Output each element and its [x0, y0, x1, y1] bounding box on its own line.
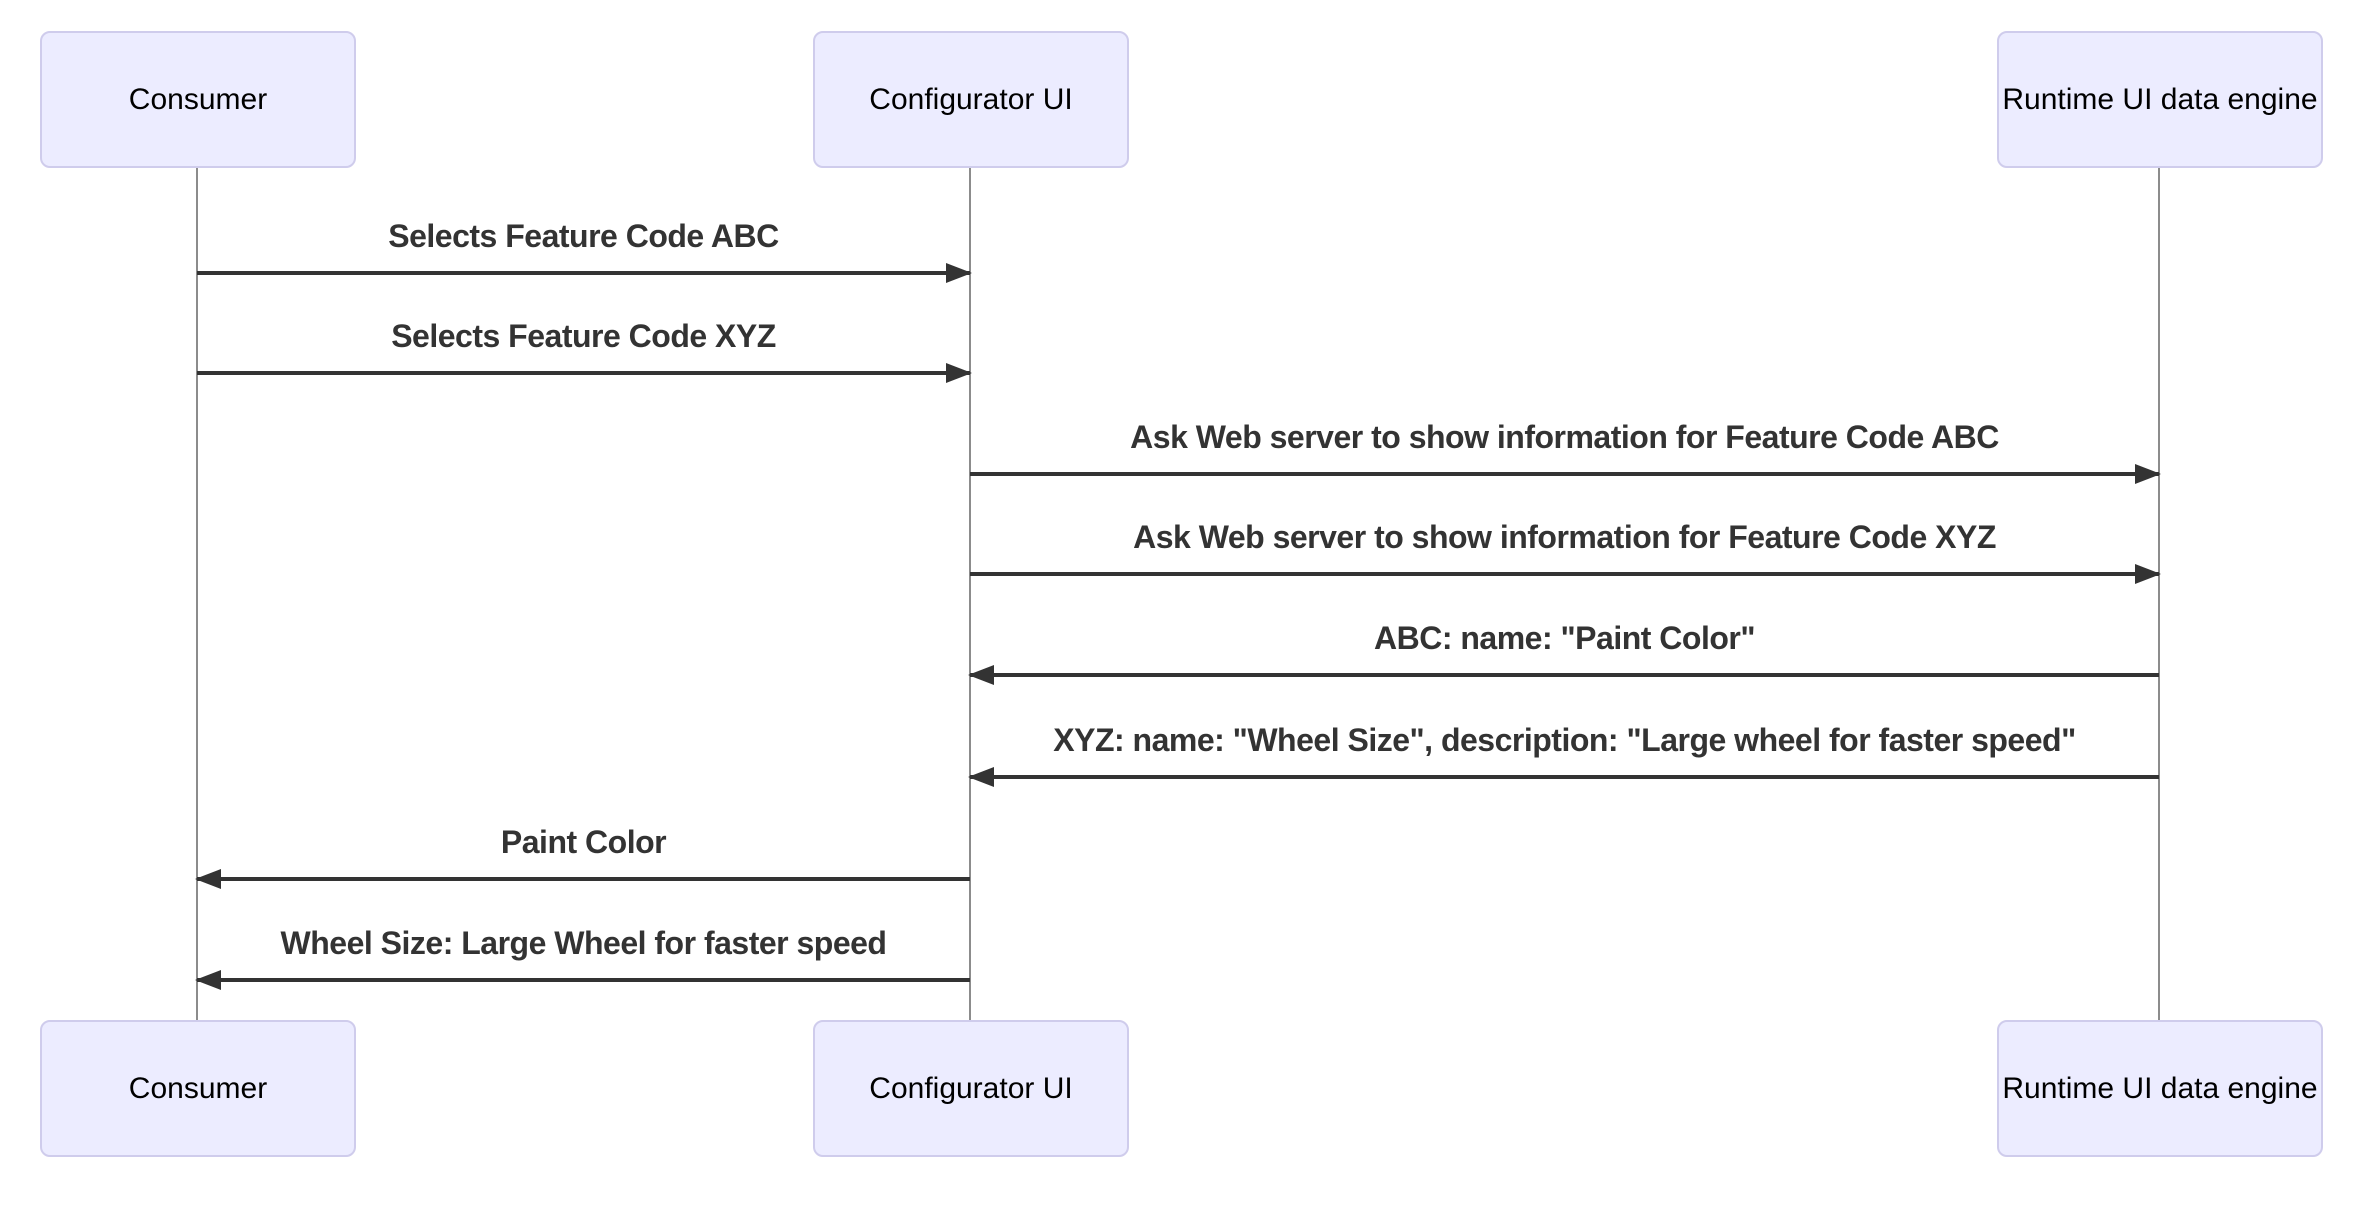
message-arrow-line: [197, 877, 970, 881]
actor-box-configurator-ui-bottom: Configurator UI: [813, 1020, 1129, 1157]
arrowhead-left-icon: [968, 665, 994, 685]
arrowhead-right-icon: [2135, 464, 2161, 484]
arrowhead-right-icon: [946, 363, 972, 383]
message-arrow-line: [197, 371, 970, 375]
message-label: Selects Feature Code XYZ: [391, 318, 776, 354]
message-label: ABC: name: "Paint Color": [1373, 620, 1756, 656]
actor-box-configurator-ui-top: Configurator UI: [813, 31, 1129, 168]
message-label: Wheel Size: Large Wheel for faster speed: [280, 925, 887, 961]
lifeline-consumer: [196, 168, 198, 1020]
actor-label-configurator-ui-bottom: Configurator UI: [869, 1071, 1073, 1105]
arrowhead-left-icon: [195, 869, 221, 889]
actor-box-runtime-ui-data-engine-bottom: Runtime UI data engine: [1997, 1020, 2323, 1157]
arrowhead-right-icon: [946, 263, 972, 283]
message-arrow-line: [970, 472, 2159, 476]
message-label: Paint Color: [500, 824, 667, 860]
arrowhead-right-icon: [2135, 564, 2161, 584]
message-label: Ask Web server to show information for F…: [1133, 519, 1996, 555]
lifeline-configurator-ui: [969, 168, 971, 1020]
lifeline-runtime-ui-data-engine: [2158, 168, 2160, 1020]
message-arrow-line: [197, 271, 970, 275]
message-label: Selects Feature Code ABC: [388, 218, 779, 254]
message-arrow-line: [970, 673, 2159, 677]
message-arrow-line: [970, 775, 2159, 779]
arrowhead-left-icon: [195, 970, 221, 990]
message-label: XYZ: name: "Wheel Size", description: "L…: [1053, 722, 2076, 758]
actor-label-runtime-ui-data-engine-top: Runtime UI data engine: [2002, 82, 2318, 116]
message-label: Ask Web server to show information for F…: [1130, 419, 1999, 455]
arrowhead-left-icon: [968, 767, 994, 787]
message-arrow-line: [970, 572, 2159, 576]
actor-label-consumer-top: Consumer: [128, 82, 268, 116]
message-arrow-line: [197, 978, 970, 982]
actor-label-configurator-ui-top: Configurator UI: [869, 82, 1073, 116]
actor-label-consumer-bottom: Consumer: [128, 1071, 268, 1105]
actor-box-consumer-top: Consumer: [40, 31, 356, 168]
actor-label-runtime-ui-data-engine-bottom: Runtime UI data engine: [2002, 1071, 2318, 1105]
actor-box-consumer-bottom: Consumer: [40, 1020, 356, 1157]
actor-box-runtime-ui-data-engine-top: Runtime UI data engine: [1997, 31, 2323, 168]
